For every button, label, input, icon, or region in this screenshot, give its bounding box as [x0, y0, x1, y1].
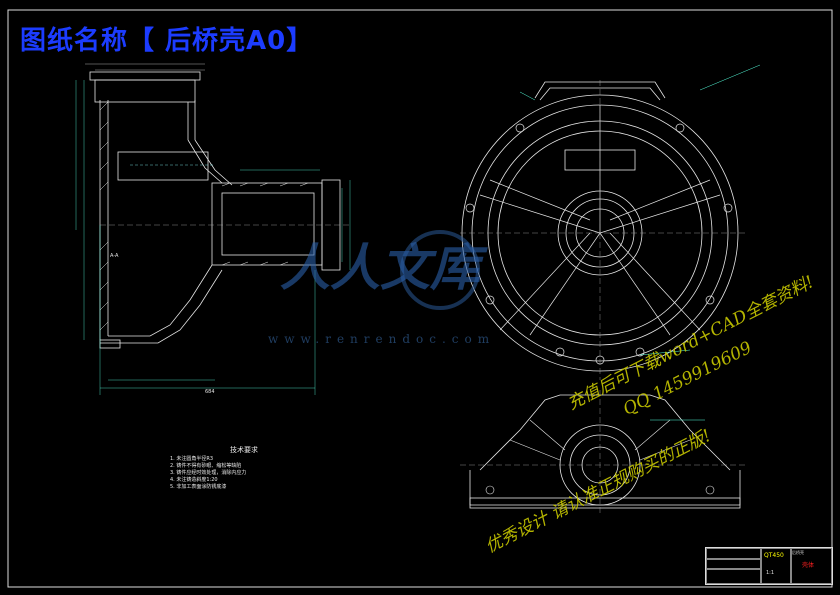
note-line: 4. 未注铸造斜度1:20	[170, 477, 218, 483]
bottom-view	[460, 390, 745, 515]
part-label: 壳体	[802, 562, 815, 569]
watermark-logo: 人人文库	[280, 230, 488, 310]
note-line: 5. 非加工表面涂防锈底漆	[170, 484, 227, 490]
watermark-logo-text: 人人文库	[280, 238, 488, 297]
drawing-name: 后桥壳	[792, 550, 804, 555]
watermark-site: www.renrendoc.com	[268, 332, 496, 346]
section-view	[75, 63, 351, 395]
title-block: QT450 后桥壳 壳体 1:1	[705, 547, 833, 585]
notes-title: 技术要求	[230, 446, 258, 454]
drawing-title: 图纸名称【 后桥壳A0】	[20, 26, 314, 56]
dimension-label: 684	[205, 389, 215, 395]
front-view	[460, 64, 761, 380]
scale-ratio: 1:1	[766, 570, 775, 576]
note-line: 3. 铸件应经时效处理，消除内应力	[170, 470, 247, 476]
note-line: 1. 未注圆角半径R3	[170, 456, 214, 462]
note-line: 2. 铸件不得有砂眼、缩松等缺陷	[170, 463, 242, 469]
material-label: QT450	[764, 552, 784, 559]
sheet-border	[7, 9, 833, 588]
section-mark: A-A	[110, 253, 119, 259]
